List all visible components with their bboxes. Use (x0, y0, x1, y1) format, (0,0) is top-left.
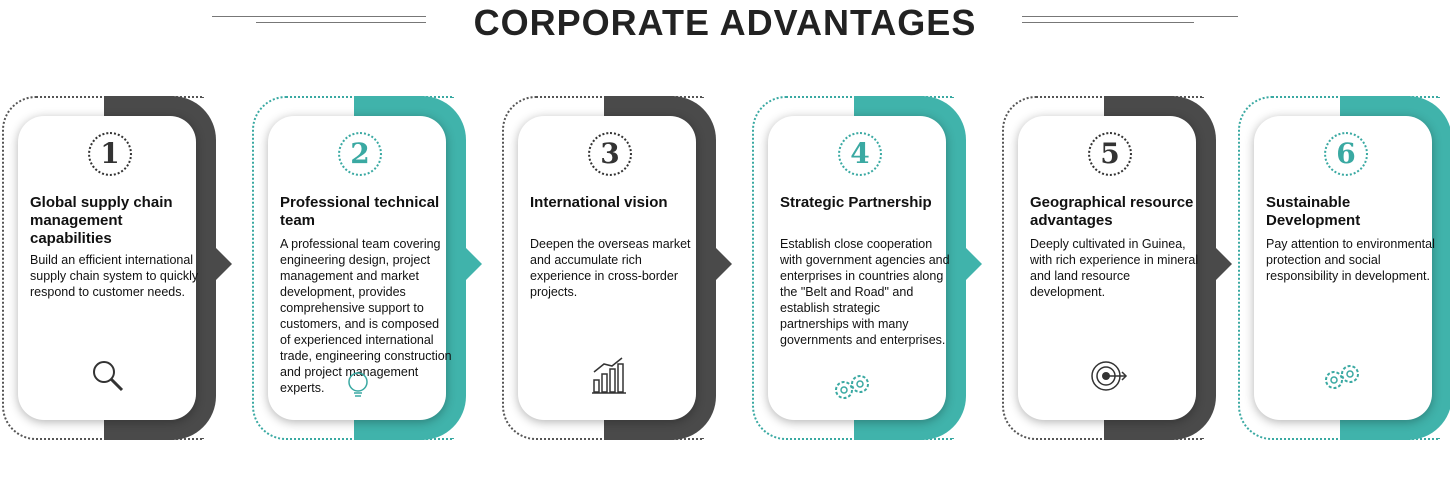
card-description: Deepen the overseas market and accumulat… (530, 237, 691, 299)
card-description: Pay attention to environmental protectio… (1266, 237, 1435, 283)
page-title: CORPORATE ADVANTAGES (473, 2, 977, 43)
card-description: A professional team covering engineering… (280, 237, 452, 395)
card-title: Professional technical team (280, 194, 440, 229)
card-panel: 3 International vision Deepen the overse… (518, 116, 696, 420)
card-description: Deeply cultivated in Guinea, with rich e… (1030, 237, 1199, 299)
advantage-card-2: 2 Professional technical team A professi… (252, 96, 488, 442)
arrow-right-icon (1214, 246, 1232, 282)
card-panel: 5 Geographical resource advantages Deepl… (1018, 116, 1198, 420)
dotted-frame (2, 96, 204, 440)
advantage-card-4: 4 Strategic Partnership Establish close … (752, 96, 988, 442)
card-description: Establish close cooperation with governm… (780, 237, 950, 347)
gears-icon (1318, 352, 1366, 400)
card-number: 5 (1088, 132, 1132, 176)
card-number: 4 (838, 132, 882, 176)
title-decoration-left (212, 16, 426, 17)
dotted-frame (502, 96, 704, 440)
card-title: International vision (530, 194, 668, 211)
title-decoration-right-short (1022, 22, 1194, 23)
card-panel: 1 Global supply chain management capabil… (18, 116, 198, 420)
card-number: 3 (588, 132, 632, 176)
advantage-card-5: 5 Geographical resource advantages Deepl… (1002, 96, 1238, 442)
bar-chart-icon (584, 352, 632, 400)
target-icon (1084, 352, 1132, 400)
page-header: CORPORATE ADVANTAGES (0, 0, 1450, 50)
advantage-card-1: 1 Global supply chain management capabil… (2, 96, 238, 442)
card-panel: 2 Professional technical team A professi… (268, 116, 452, 420)
dotted-frame (252, 96, 454, 440)
dotted-frame (1238, 96, 1440, 440)
arrow-right-icon (714, 246, 732, 282)
card-number: 1 (88, 132, 132, 176)
arrow-right-icon (214, 246, 232, 282)
card-panel: 6 Sustainable Development Pay attention … (1254, 116, 1435, 420)
card-title: Geographical resource advantages (1030, 194, 1194, 229)
title-decoration-right (1022, 16, 1238, 17)
arrow-right-icon (964, 246, 982, 282)
advantage-card-6: 6 Sustainable Development Pay attention … (1238, 96, 1450, 442)
dotted-frame (752, 96, 954, 440)
card-title: Sustainable Development (1266, 194, 1361, 229)
gears-icon (828, 362, 876, 410)
arrow-right-icon (464, 246, 482, 282)
lightbulb-icon (334, 362, 382, 410)
advantage-card-3: 3 International vision Deepen the overse… (502, 96, 738, 442)
card-title: Strategic Partnership (780, 194, 932, 211)
title-decoration-left-short (256, 22, 426, 23)
card-number: 6 (1324, 132, 1368, 176)
card-title: Global supply chain management capabilit… (30, 194, 173, 247)
dotted-frame (1002, 96, 1204, 440)
magnifier-icon (84, 352, 132, 400)
card-description: Build an efficient international supply … (30, 253, 199, 299)
card-number: 2 (338, 132, 382, 176)
card-panel: 4 Strategic Partnership Establish close … (768, 116, 950, 420)
